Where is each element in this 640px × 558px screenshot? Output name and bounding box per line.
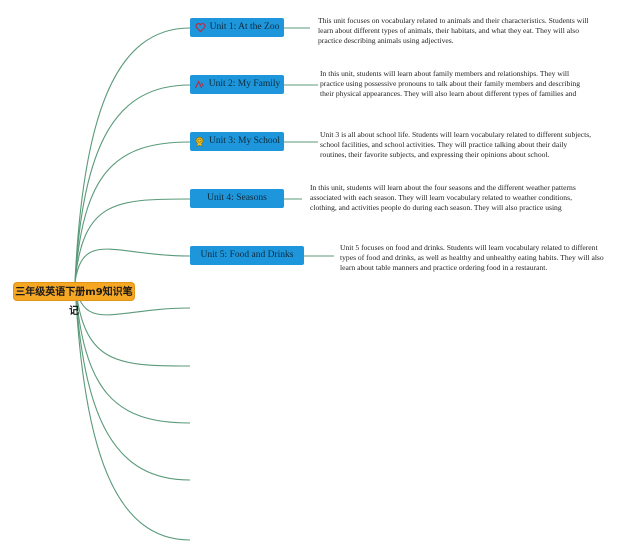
unit-1-node[interactable]: Unit 1: At the Zoo [190, 18, 284, 37]
branch-2 [74, 84, 191, 283]
branch-9 [74, 281, 191, 481]
branch-10 [74, 281, 191, 541]
unit-3-node[interactable]: Unit 3: My School [190, 132, 284, 151]
branch-4 [74, 198, 191, 283]
unit-5-node[interactable]: Unit 5: Food and Drinks [190, 246, 304, 265]
unit-2-description: In this unit, students will learn about … [320, 69, 581, 98]
caret-icon [194, 80, 204, 89]
unit-2-node[interactable]: Unit 2: My Family [190, 75, 284, 94]
branch-1 [74, 27, 191, 283]
root-topic[interactable]: 三年级英语下册m9知识笔记 [13, 282, 135, 317]
unit-1-label: Unit 1: At the Zoo [209, 22, 280, 32]
branch-7 [74, 281, 191, 367]
unit-3-description: Unit 3 is all about school life. Student… [320, 130, 592, 159]
heart-icon [195, 23, 206, 33]
unit-5-description: Unit 5 focuses on food and drinks. Stude… [340, 243, 604, 272]
unit-5-label: Unit 5: Food and Drinks [200, 250, 294, 260]
unit-3-label: Unit 3: My School [209, 136, 280, 146]
unit-4-label: Unit 4: Seasons [207, 193, 267, 203]
branch-8 [74, 281, 191, 424]
unit-2-label: Unit 2: My Family [208, 79, 281, 89]
unit-4-description: In this unit, students will learn about … [310, 183, 576, 212]
badge-icon [195, 136, 204, 147]
unit-1-description: This unit focuses on vocabulary related … [318, 16, 589, 45]
branch-5 [74, 248, 191, 283]
unit-4-node[interactable]: Unit 4: Seasons [190, 189, 284, 208]
branch-3 [74, 141, 191, 283]
